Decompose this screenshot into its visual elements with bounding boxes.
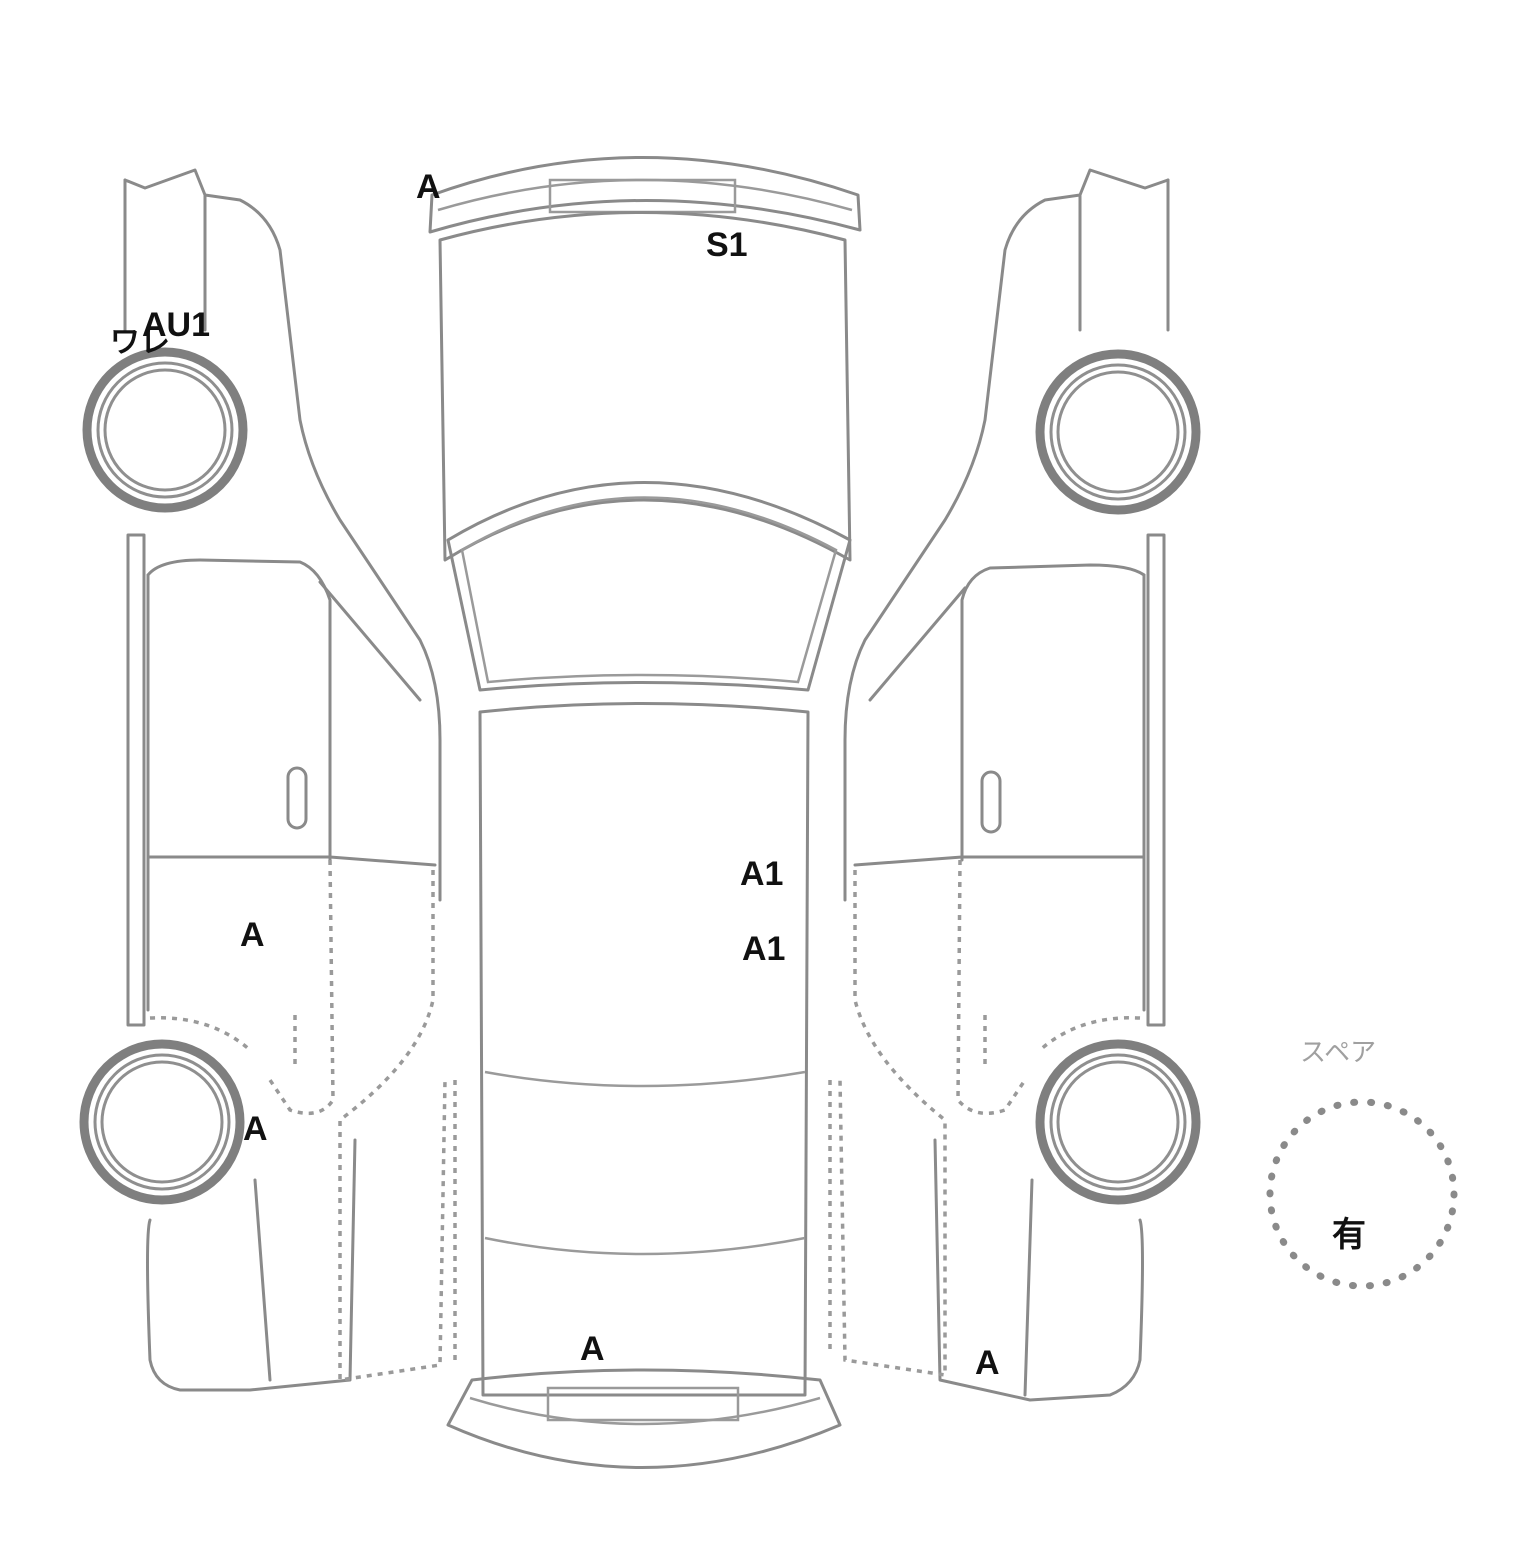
- top-view: [428, 156, 862, 1469]
- mark-left-front-fender: AU1: [142, 306, 211, 344]
- left-side-view: [123, 168, 457, 1392]
- tire-right-front: [1035, 349, 1201, 515]
- mark-left-rear-wheel: A: [243, 1110, 268, 1148]
- spare-value: 有: [1332, 1215, 1366, 1255]
- right-side-view: [828, 168, 1170, 1402]
- mark-right-front-corner: A: [975, 1344, 1000, 1382]
- spare-tire-icon: [1266, 1098, 1458, 1290]
- mark-left-front-fender-note: ワレ: [110, 325, 170, 360]
- mark-roof-rear-edge: A: [416, 168, 441, 206]
- spare-label: スペア: [1300, 1038, 1377, 1068]
- tire-left-rear: [79, 1039, 245, 1205]
- mark-roof-rear: S1: [706, 226, 748, 264]
- mark-center-roof-1: A1: [740, 855, 784, 893]
- tire-left-front: [82, 347, 248, 513]
- mark-center-front: A: [580, 1330, 605, 1368]
- mark-center-roof-2: A1: [742, 930, 786, 968]
- mark-left-door: A: [240, 916, 265, 954]
- tire-right-rear: [1035, 1039, 1201, 1205]
